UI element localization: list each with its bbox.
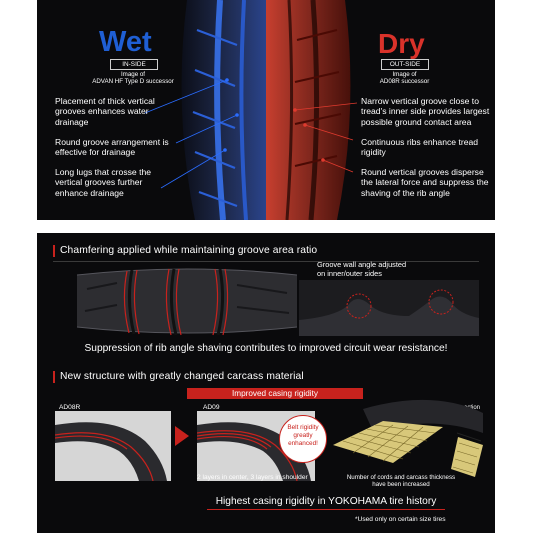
- dry-title: Dry: [378, 28, 425, 59]
- wet-point-1: Placement of thick vertical grooves enha…: [55, 96, 155, 127]
- chamfer-tread-image: [77, 268, 297, 336]
- in-side-label: IN-SIDE: [110, 59, 158, 70]
- dry-point-1: Narrow vertical groove close to tread's …: [361, 96, 490, 127]
- highest-rigidity-text: Highest casing rigidity in YOKOHAMA tire…: [207, 496, 445, 510]
- tread-image: [144, 0, 358, 220]
- in-side-caption: Image of ADVAN HF Type D successor: [92, 71, 174, 85]
- belt-rigidity-text: Belt rigidity greatly enhanced!: [287, 424, 319, 447]
- arrow-right-icon: [175, 426, 189, 446]
- structure-heading: New structure with greatly changed carca…: [60, 371, 304, 382]
- ad08r-label: AD08R: [59, 404, 81, 411]
- chamfer-carcass-panel: Chamfering applied while maintaining gro…: [37, 233, 495, 533]
- carcass-cross-section-image: [333, 399, 483, 477]
- suppression-text: Suppression of rib angle shaving contrib…: [84, 343, 448, 354]
- groove-wall-caption: Groove wall angle adjusted on inner/oute…: [317, 260, 407, 278]
- dry-point-2: Continuous ribs enhance tread rigidity: [361, 137, 479, 158]
- dry-point-3: Round vertical grooves disperse the late…: [361, 167, 489, 198]
- cords-caption: Number of cords and carcass thickness ha…: [346, 474, 456, 489]
- footnote: *Used only on certain size tires: [355, 516, 446, 523]
- ad08r-cross-section: [55, 411, 171, 481]
- wet-dry-tread-panel: Wet IN-SIDE Image of ADVAN HF Type D suc…: [37, 0, 495, 220]
- ad09-label: AD09: [203, 404, 220, 411]
- out-side-label: OUT-SIDE: [381, 59, 429, 70]
- structure-heading-marker: [53, 371, 55, 383]
- wet-point-2: Round groove arrangement is effective fo…: [55, 137, 169, 158]
- layers-caption: 2 layers in center, 3 layers in shoulder: [197, 474, 308, 481]
- chamfer-heading-marker: [53, 245, 55, 257]
- out-side-caption: Image of AD08R successor: [379, 71, 430, 85]
- wet-point-3: Long lugs that crosse the vertical groov…: [55, 167, 152, 198]
- groove-wall-image: [299, 280, 479, 336]
- improved-rigidity-banner: Improved casing rigidity: [187, 388, 363, 399]
- chamfer-heading: Chamfering applied while maintaining gro…: [60, 245, 318, 256]
- wet-title: Wet: [99, 26, 152, 58]
- heading-divider: [53, 261, 479, 262]
- belt-rigidity-badge: [279, 415, 327, 463]
